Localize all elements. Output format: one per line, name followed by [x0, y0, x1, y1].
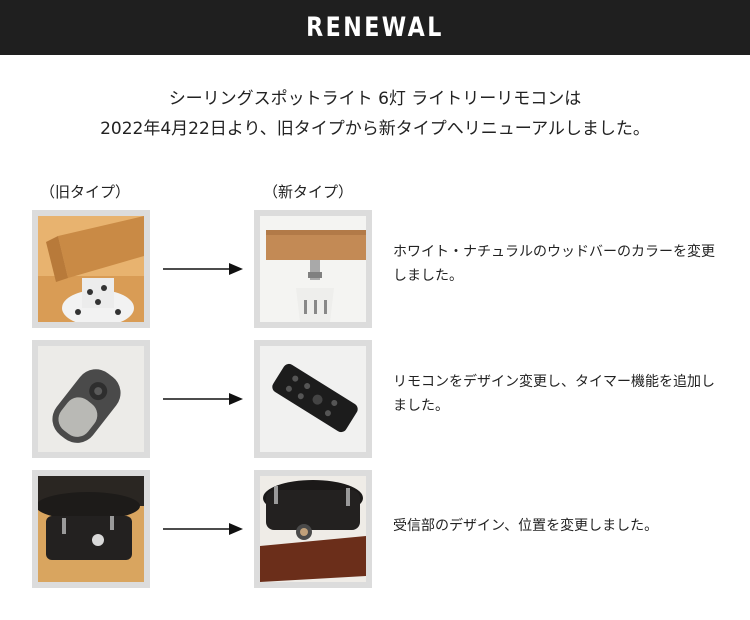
old-wood-bar-photo: [32, 210, 150, 328]
comparison-row-remote: リモコンをデザイン変更し、タイマー機能を追加しました。: [0, 340, 750, 462]
arrow-right-icon: [163, 263, 243, 275]
wood-bar-description: ホワイト・ナチュラルのウッドバーのカラーを変更しました。: [393, 244, 715, 284]
arrow-right-icon: [163, 523, 243, 535]
receiver-description: 受信部のデザイン、位置を変更しました。: [393, 518, 659, 534]
intro-line-1: シーリングスポットライト 6灯 ライトリーリモコンは: [168, 89, 582, 109]
header-title: RENEWAL: [306, 12, 444, 43]
old-remote-photo: [32, 340, 150, 458]
intro-line-2: 2022年4月22日より、旧タイプから新タイプへリニューアルしました。: [100, 119, 650, 139]
new-type-label: （新タイプ）: [263, 183, 354, 201]
header-banner: RENEWAL: [0, 0, 750, 55]
intro-text: シーリングスポットライト 6灯 ライトリーリモコンは 2022年4月22日より、…: [0, 84, 750, 144]
new-receiver-photo: [254, 470, 372, 588]
comparison-row-receiver: 受信部のデザイン、位置を変更しました。: [0, 470, 750, 592]
remote-description: リモコンをデザイン変更し、タイマー機能を追加しました。: [393, 374, 715, 414]
new-wood-bar-photo: [254, 210, 372, 328]
old-receiver-photo: [32, 470, 150, 588]
old-type-label: （旧タイプ）: [40, 183, 131, 201]
new-remote-photo: [254, 340, 372, 458]
arrow-right-icon: [163, 393, 243, 405]
comparison-row-wood-bar: ホワイト・ナチュラルのウッドバーのカラーを変更しました。: [0, 210, 750, 332]
